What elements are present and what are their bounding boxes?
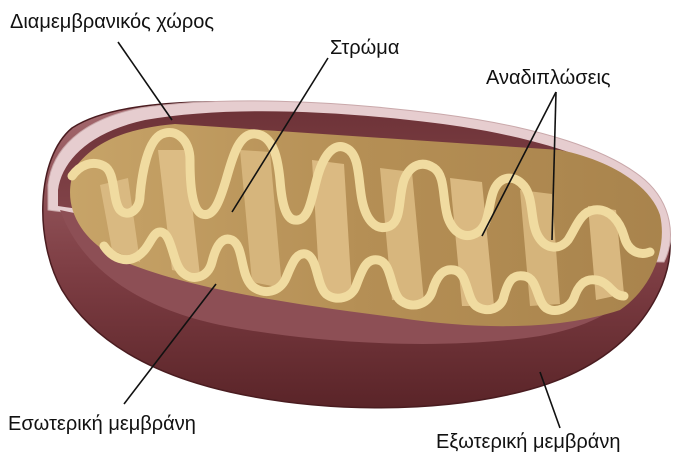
label-outer-membrane: Εξωτερική μεμβράνη: [436, 431, 620, 453]
label-intermembrane-space: Διαμεμβρανικός χώρος: [10, 11, 214, 33]
label-stroma: Στρώμα: [330, 37, 399, 59]
label-inner-membrane: Εσωτερική μεμβράνη: [8, 413, 196, 435]
label-cristae: Αναδιπλώσεις: [486, 67, 611, 89]
